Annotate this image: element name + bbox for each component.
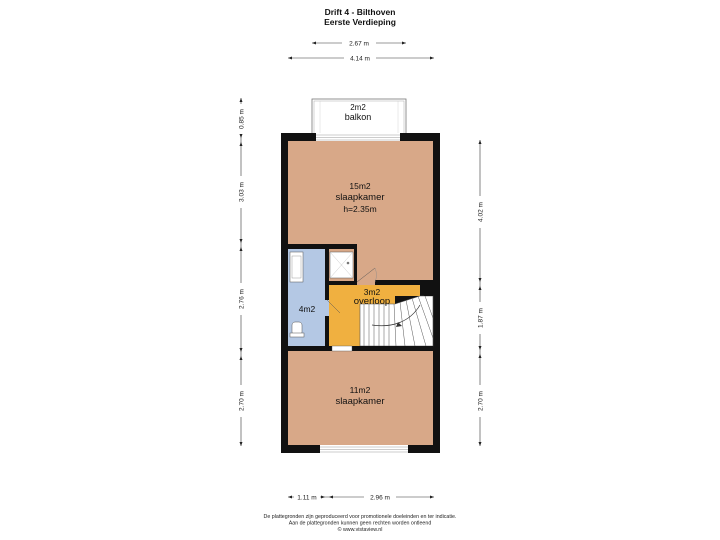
bedroom-top-area: 15m2 xyxy=(349,181,371,191)
plan-subtitle: Eerste Verdieping xyxy=(324,17,396,27)
bedroom-bottom xyxy=(288,351,433,445)
bathroom-area: 4m2 xyxy=(299,304,316,314)
landing xyxy=(329,285,420,346)
dimension-top-outer-label: 4.14 m xyxy=(350,56,370,63)
bathroom-fixtures xyxy=(289,251,354,338)
landing-area: 3m2 xyxy=(364,287,381,297)
dimension-right-bottom-label: 2.70 m xyxy=(478,391,485,411)
dimension-right-middle-label: 1.87 m xyxy=(478,308,485,328)
dimension-left-middle-label: 2.76 m xyxy=(239,289,246,309)
interior-walls xyxy=(288,244,433,351)
dimension-bottom-right-label: 2.96 m xyxy=(370,495,390,502)
footer-rights: Aan de plattegronden kunnen geen rechten… xyxy=(289,521,432,527)
dimension-left-bedroom-label: 3.03 m xyxy=(239,182,246,202)
staircase xyxy=(359,285,434,347)
landing-name: overloop xyxy=(354,296,390,307)
bedroom-bottom-name: slaapkamer xyxy=(335,396,384,407)
windows xyxy=(316,133,408,453)
dimension-left-balcony-label: 0.85 m xyxy=(239,109,246,129)
balcony: 2m2 balkon xyxy=(311,98,407,137)
bedroom-top-height: h=2.35m xyxy=(343,204,376,214)
footer-disclaimer: De plattegronden zijn geproduceerd voor … xyxy=(264,514,457,520)
dimension-top-inner: 2.67 m xyxy=(312,38,406,48)
dimension-bottom-left-label: 1.11 m xyxy=(297,495,316,502)
balcony-name: balkon xyxy=(345,112,372,122)
dimension-left-bottom-label: 2.70 m xyxy=(239,391,246,411)
dimension-top-outer: 4.14 m xyxy=(288,53,434,63)
footer-copyright: © www.vistaview.nl xyxy=(338,526,383,533)
dimension-right: 4.02 m 1.87 m 2.70 m xyxy=(476,140,485,446)
dimension-left: 0.85 m 3.03 m 2.76 m 2.70 m xyxy=(237,98,246,446)
doors xyxy=(325,267,377,352)
bedroom-top-name: slaapkamer xyxy=(335,192,384,203)
dimension-top-inner-label: 2.67 m xyxy=(349,41,369,48)
plan-title: Drift 4 - Bilthoven xyxy=(325,7,396,17)
dimension-bottom: 1.11 m 2.96 m xyxy=(288,492,434,502)
dimension-right-top-label: 4.02 m xyxy=(478,202,485,222)
balcony-area: 2m2 xyxy=(350,103,366,112)
bedroom-bottom-area: 11m2 xyxy=(350,385,371,395)
